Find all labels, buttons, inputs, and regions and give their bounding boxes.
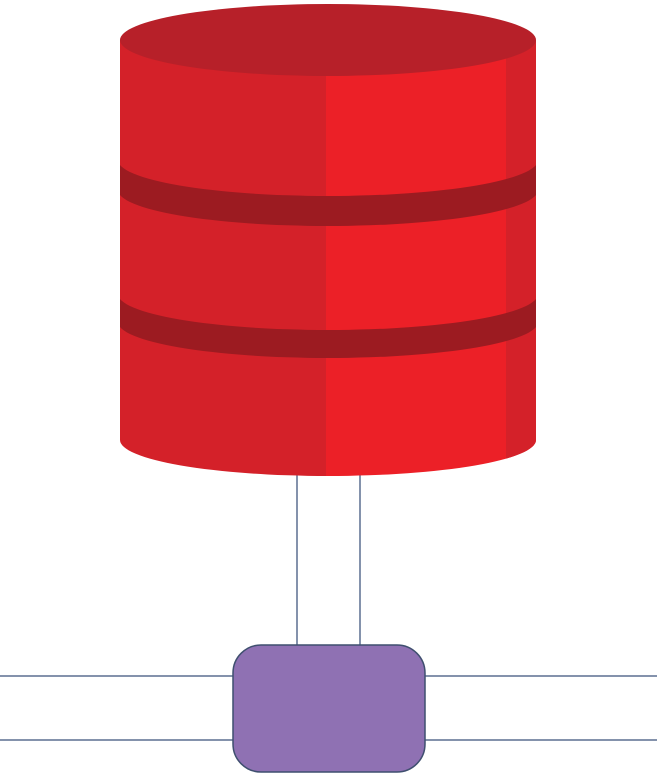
- database-body-left: [120, 40, 326, 476]
- database-band-top: [120, 160, 536, 226]
- database-body-right: [326, 40, 536, 476]
- database-edge-right: [506, 40, 536, 476]
- database-top: [120, 4, 536, 76]
- connector-lines: [296, 470, 361, 646]
- database-icon: [120, 4, 536, 476]
- hub-node: [232, 644, 426, 773]
- database-band-bottom: [120, 294, 536, 358]
- bus-lines: [0, 675, 657, 741]
